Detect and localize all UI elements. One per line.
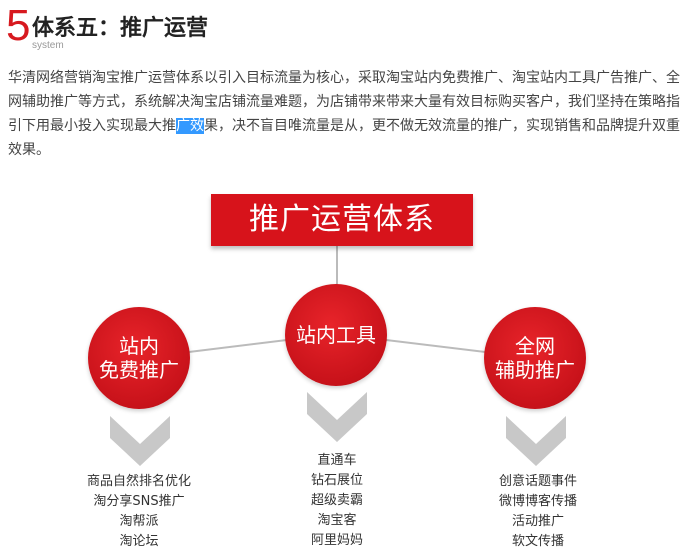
branch-items-tools: 直通车 钻石展位 超级卖霸 淘宝客 阿里妈妈 <box>257 451 417 551</box>
list-item: 商品自然排名优化 <box>86 474 191 489</box>
section-number: 5 <box>6 1 31 50</box>
list-item: 阿里妈妈 <box>310 533 363 548</box>
list-item: 钻石展位 <box>310 473 363 488</box>
list-item: 超级卖霸 <box>310 493 363 508</box>
chevron-down-icon <box>110 416 170 466</box>
branch-items-free-promotion: 商品自然排名优化 淘分享SNS推广 淘帮派 淘论坛 <box>59 472 219 552</box>
list-item: 淘分享SNS推广 <box>93 494 185 509</box>
root-banner: 推广运营体系 <box>211 194 473 246</box>
paragraph-text-after: 果，决不盲目唯流量是从，更不做无效流量的推广，实现销售和品牌提升双重效果。 <box>8 118 680 158</box>
list-item: 软文传播 <box>511 534 564 549</box>
list-item: 直通车 <box>317 453 357 468</box>
branch-label-line: 辅助推广 <box>495 358 575 382</box>
list-item: 淘帮派 <box>119 514 159 529</box>
branch-label-line: 站内 <box>119 334 159 358</box>
chevron-down-icon <box>506 416 566 466</box>
branch-circle-free-promotion: 站内 免费推广 <box>88 307 190 409</box>
branch-circle-network: 全网 辅助推广 <box>484 307 586 409</box>
branch-label-line: 站内工具 <box>296 323 376 347</box>
list-item: 淘论坛 <box>119 534 159 549</box>
promotion-diagram: 推广运营体系 站内 免费推广 站内工具 全网 辅助推广 商品自然排名优化 淘分享… <box>0 180 695 559</box>
branch-label-line: 免费推广 <box>99 358 179 382</box>
list-item: 微博博客传播 <box>498 494 577 509</box>
section-subtitle: system <box>32 40 64 51</box>
intro-paragraph: 华清网络营销淘宝推广运营体系以引入目标流量为核心，采取淘宝站内免费推广、淘宝站内… <box>8 66 688 162</box>
list-item: 活动推广 <box>511 514 564 529</box>
section-title: 体系五：推广运营 <box>32 16 209 41</box>
branch-circle-tools: 站内工具 <box>285 284 387 386</box>
branch-items-network: 创意话题事件 微博博客传播 活动推广 软文传播 <box>458 472 618 552</box>
paragraph-text-before: 华清网络营销淘宝推广运营体系以引入目标流量为核心，采取淘宝站内免费推广、淘宝站内… <box>8 70 680 134</box>
branch-label-line: 全网 <box>515 334 555 358</box>
chevron-down-icon <box>307 392 367 442</box>
list-item: 淘宝客 <box>317 513 357 528</box>
selected-text[interactable]: 广效 <box>176 118 204 134</box>
list-item: 创意话题事件 <box>498 474 577 489</box>
